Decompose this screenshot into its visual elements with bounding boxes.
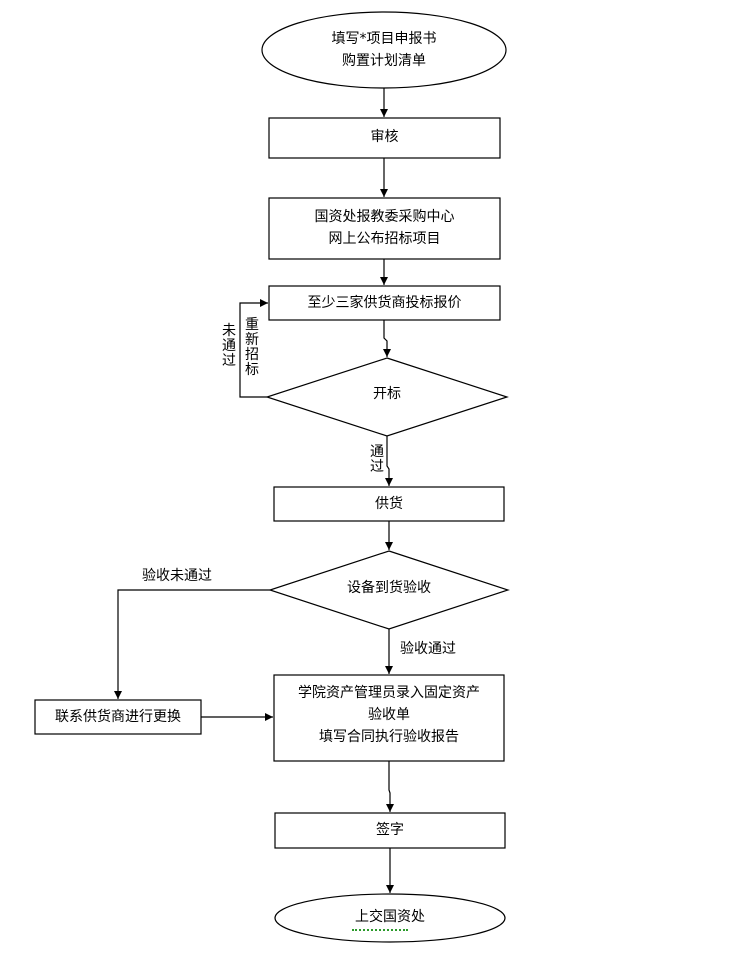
record-line-3: 填写合同执行验收报告	[319, 729, 459, 745]
replace-line-1: 联系供货商进行更换	[55, 709, 181, 725]
record-line-2: 验收单	[368, 707, 410, 723]
bidding-box	[268, 285, 501, 321]
edge-record-sign	[386, 761, 394, 812]
end-ellipse	[274, 893, 506, 943]
rebid-label: 重新招标	[245, 317, 259, 378]
sign-text: 签字	[275, 819, 505, 841]
review-box	[268, 117, 501, 159]
replace-text: 联系供货商进行更换	[35, 706, 201, 728]
bidding-line-1: 至少三家供货商投标报价	[307, 295, 462, 311]
edge-bidding-bidopen	[383, 320, 391, 357]
bid-open-line-1: 开标	[373, 386, 401, 402]
acceptance-line-1: 设备到货验收	[347, 580, 431, 596]
end-line-1: 上交国资处	[355, 909, 425, 925]
supply-text: 供货	[274, 493, 504, 515]
start-text: 填写*项目申报书 购置计划清单	[262, 28, 506, 72]
publish-box	[268, 197, 501, 260]
replace-box	[34, 699, 202, 735]
publish-line-2: 网上公布招标项目	[328, 231, 441, 247]
supply-line-1: 供货	[375, 496, 403, 512]
record-text: 学院资产管理员录入固定资产 验收单 填写合同执行验收报告	[274, 682, 504, 748]
record-line-1: 学院资产管理员录入固定资产	[298, 685, 480, 701]
edge-acceptance-fail	[114, 589, 270, 699]
review-text: 审核	[269, 126, 500, 148]
acceptance-text: 设备到货验收	[309, 577, 469, 599]
review-line-1: 审核	[370, 129, 399, 145]
bidding-text: 至少三家供货商投标报价	[269, 292, 500, 314]
spellcheck-underline	[352, 925, 408, 931]
pass-label: 通过	[370, 444, 384, 475]
acceptance-pass-label: 验收通过	[400, 641, 456, 657]
sign-box	[274, 812, 506, 849]
publish-line-1: 国资处报教委采购中心	[314, 209, 455, 225]
acceptance-fail-label: 验收未通过	[142, 568, 212, 584]
sign-line-1: 签字	[376, 822, 404, 838]
end-text: 上交国资处	[275, 906, 505, 928]
bid-open-text: 开标	[327, 383, 447, 405]
edge-rebid-loop	[239, 299, 268, 398]
publish-text: 国资处报教委采购中心 网上公布招标项目	[269, 206, 500, 250]
start-line-1: 填写*项目申报书	[331, 31, 437, 47]
fail-label: 未通过	[222, 323, 236, 369]
edge-bidopen-supply	[385, 436, 393, 486]
record-box	[273, 674, 505, 762]
start-line-2: 购置计划清单	[342, 53, 426, 69]
